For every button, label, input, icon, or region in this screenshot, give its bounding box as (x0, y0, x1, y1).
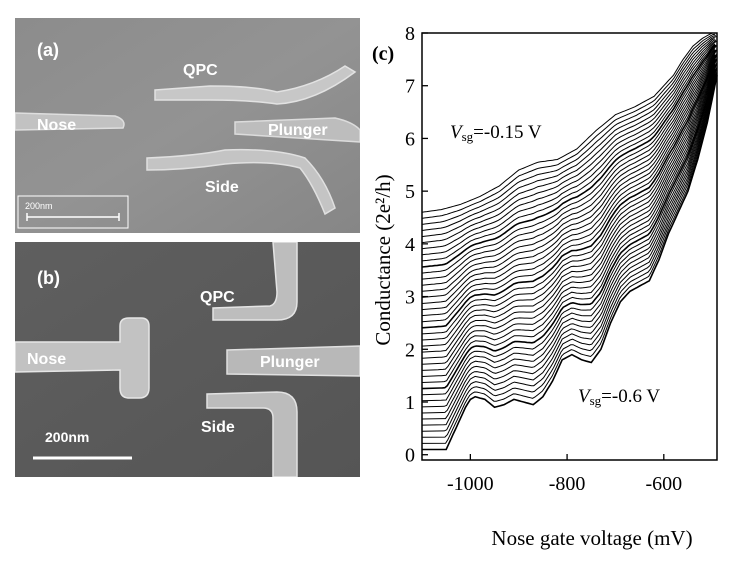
conductance-trace (421, 80, 716, 432)
sem-image-a-canvas: (a) QPC Nose Plunger Side 200nm (15, 18, 360, 233)
conductance-trace (421, 68, 717, 396)
conductance-trace (422, 75, 718, 451)
conductance-trace (421, 35, 716, 225)
y-tick-label: 3 (405, 287, 415, 309)
scale-bar-a-label: 200nm (25, 201, 53, 211)
conductance-trace (421, 40, 717, 256)
sem-image-b-canvas: (b) QPC Nose Plunger Side 200nm (15, 242, 360, 477)
nose-gate (15, 112, 125, 131)
annotation-top-symbol: V (450, 122, 464, 143)
conductance-trace (421, 43, 716, 262)
plot-frame (421, 32, 718, 461)
conductance-trace (421, 76, 717, 444)
panel-b-nose-label: Nose (27, 351, 66, 368)
conductance-trace (421, 70, 718, 426)
conductance-trace (421, 59, 716, 341)
y-axis-ticks: 0 1 2 3 4 5 6 7 8 (405, 23, 428, 467)
sem-image-b: (b) QPC Nose Plunger Side 200nm (15, 242, 360, 477)
y-tick-label: 1 (405, 392, 415, 414)
conductance-trace (421, 72, 717, 420)
conductance-trace (421, 59, 716, 335)
panel-c-label: (c) (372, 43, 394, 65)
conductance-trace (421, 64, 717, 365)
scale-bar-frame-a (17, 195, 129, 229)
conductance-trace (421, 54, 716, 311)
conductance-trace (421, 69, 717, 390)
sem-image-a: (a) QPC Nose Plunger Side 200nm (15, 18, 360, 233)
conductance-trace (421, 38, 715, 238)
conductance-trace (421, 75, 716, 408)
conductance-trace (421, 32, 717, 213)
panel-b-qpc-label: QPC (200, 289, 235, 306)
x-tick-label: -600 (645, 473, 682, 495)
annotation-bottom-symbol: V (578, 386, 592, 407)
side-gate (146, 148, 336, 216)
conductance-traces (421, 32, 718, 451)
conductance-trace (421, 44, 717, 274)
conductance-trace (421, 49, 718, 304)
conductance-trace (421, 64, 716, 359)
x-tick-label: -800 (549, 473, 586, 495)
conductance-trace (421, 39, 716, 244)
nose-gate (15, 317, 150, 399)
plunger-gate (226, 345, 360, 377)
conductance-trace (421, 45, 717, 280)
conductance-trace (421, 62, 718, 377)
panel-b-label: (b) (37, 268, 60, 288)
panel-a-qpc-label: QPC (183, 62, 218, 79)
conductance-trace (421, 54, 716, 317)
conductance-trace (421, 73, 717, 414)
y-tick-label: 0 (405, 445, 415, 467)
conductance-trace (421, 44, 716, 268)
panel-b-side-label: Side (201, 419, 235, 436)
panel-a-nose-label: Nose (37, 117, 76, 134)
qpc-gate (212, 242, 298, 321)
y-tick-label: 2 (405, 339, 415, 361)
conductance-trace (421, 33, 716, 219)
qpc-gate (154, 65, 357, 105)
panel-a-side-label: Side (205, 179, 239, 196)
panel-a-plunger-label: Plunger (268, 122, 328, 139)
y-tick-label: 8 (405, 23, 415, 45)
conductance-trace (421, 54, 717, 323)
conductance-trace (421, 49, 716, 286)
x-axis-label: Nose gate voltage (mV) (491, 526, 692, 550)
annotation-vsg-bottom: Vsg=-0.6 V (578, 386, 660, 408)
scale-bar-b-label: 200nm (45, 429, 89, 445)
y-tick-label: 7 (405, 76, 415, 98)
y-axis-label: Conductance (2e²/h) (371, 174, 395, 345)
conductance-trace (421, 36, 717, 231)
y-tick-label: 6 (405, 128, 415, 150)
conductance-trace (421, 59, 717, 347)
panel-b-plunger-label: Plunger (260, 354, 320, 371)
annotation-top-subscript: sg (462, 129, 474, 144)
conductance-trace (421, 66, 718, 402)
y-tick-label: 5 (405, 181, 415, 203)
annotation-bottom-value: =-0.6 V (601, 386, 660, 407)
annotation-vsg-top: Vsg=-0.15 V (450, 122, 542, 144)
x-axis-ticks: -1000 -800 -600 (447, 454, 682, 495)
conductance-trace (421, 70, 716, 383)
conductance-trace (421, 53, 718, 329)
conductance-trace (421, 49, 717, 298)
annotation-bottom-subscript: sg (590, 393, 602, 408)
panel-a-label: (a) (37, 40, 59, 60)
conductance-trace (421, 78, 717, 438)
conductance-trace (421, 63, 717, 371)
y-tick-label: 4 (405, 234, 415, 256)
conductance-trace (421, 39, 717, 250)
plunger-gate (234, 117, 360, 143)
side-gate (206, 391, 298, 477)
chart-axes: -1000 -800 -600 0 1 2 3 4 5 6 7 8 (405, 23, 718, 495)
annotation-top-value: =-0.15 V (473, 122, 542, 143)
conductance-trace (421, 58, 718, 353)
x-tick-label: -1000 (447, 473, 494, 495)
conductance-trace (421, 49, 716, 292)
